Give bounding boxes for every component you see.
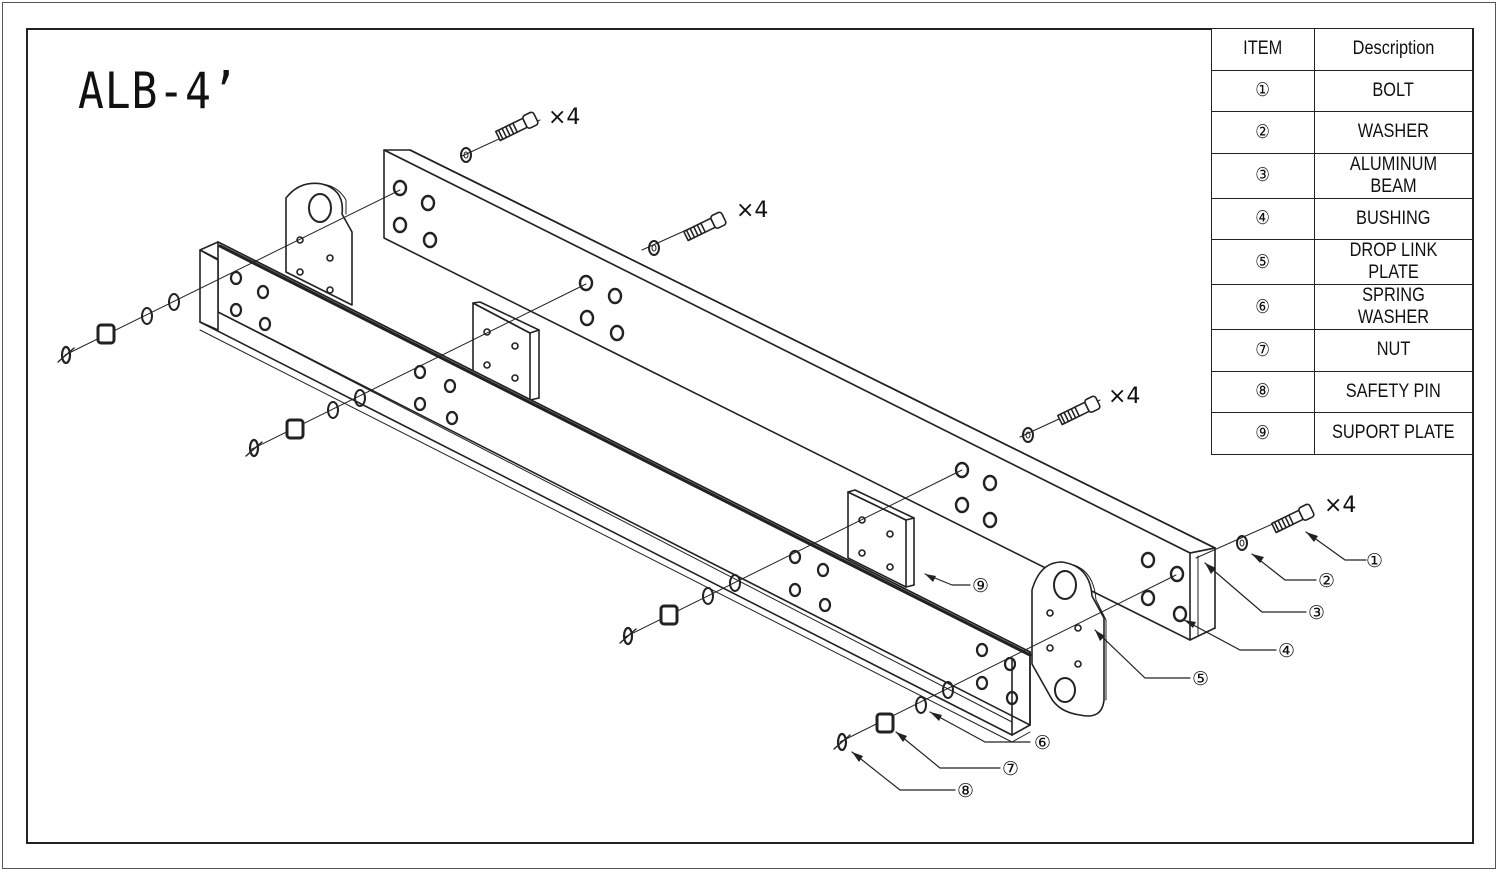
- drop-link-plate-left: [285, 182, 353, 306]
- callout-labels: ① ② ③ ④ ⑤ ⑥ ⑦ ⑧ ⑨: [957, 550, 1383, 802]
- table-row: ⑥ SPRING WASHER: [1211, 284, 1473, 330]
- callout-7: ⑦: [1002, 758, 1019, 780]
- table-row: ② WASHER: [1211, 111, 1473, 154]
- support-plate-left: [472, 301, 540, 401]
- item-number: ⑤: [1211, 239, 1315, 285]
- bolt-3: [1057, 395, 1101, 426]
- drawing-frame: [26, 28, 1474, 844]
- item-description: ALUMINUM BEAM: [1314, 152, 1473, 199]
- bolt-group: [495, 111, 1315, 534]
- item-number: ③: [1211, 152, 1315, 199]
- item-description: SPRING WASHER: [1314, 284, 1473, 330]
- qty-label-2: ×4: [736, 198, 768, 223]
- beam-holes: [392, 179, 1188, 623]
- callout-6: ⑥: [1034, 732, 1051, 754]
- item-number: ⑥: [1211, 284, 1315, 330]
- leader-lines: [851, 531, 1367, 791]
- header-item: ITEM: [1211, 28, 1315, 71]
- qty-label-3: ×4: [1108, 384, 1140, 409]
- parts-table: ITEM Description ① BOLT ② WASHER ③ ALUMI…: [1211, 28, 1473, 455]
- item-number: ⑧: [1211, 370, 1315, 413]
- item-number: ①: [1211, 69, 1315, 112]
- callout-2: ②: [1318, 570, 1335, 592]
- aluminum-beam: [383, 149, 1216, 641]
- table-row: ④ BUSHING: [1211, 197, 1473, 240]
- qty-label-4: ×4: [1324, 493, 1356, 518]
- item-description: DROP LINK PLATE: [1314, 239, 1473, 285]
- drawing-title: ALB-4’: [78, 62, 239, 120]
- item-description: BOLT: [1314, 69, 1473, 112]
- callout-8: ⑧: [957, 780, 974, 802]
- callout-5: ⑤: [1192, 668, 1209, 690]
- leader-arrowheads: [852, 532, 1318, 762]
- callout-1: ①: [1366, 550, 1383, 572]
- item-number: ④: [1211, 197, 1315, 240]
- qty-label-1: ×4: [548, 105, 580, 130]
- callout-4: ④: [1278, 640, 1295, 662]
- item-number: ⑨: [1211, 412, 1315, 455]
- item-description: WASHER: [1314, 111, 1473, 154]
- drop-link-plate-right: [1031, 561, 1107, 717]
- bolt-2: [683, 211, 727, 242]
- table-row: ⑦ NUT: [1211, 329, 1473, 372]
- washer-group: [460, 147, 1248, 551]
- support-plate-right: [847, 489, 915, 588]
- angle-bar: [199, 241, 1032, 743]
- item-description: BUSHING: [1314, 197, 1473, 240]
- table-row: ⑨ SUPORT PLATE: [1211, 412, 1473, 455]
- table-row: ⑧ SAFETY PIN: [1211, 370, 1473, 413]
- nut-stack-3: [619, 574, 741, 646]
- nut-stack-4: [833, 681, 954, 752]
- table-row: ⑤ DROP LINK PLATE: [1211, 239, 1473, 285]
- parts-table-header: ITEM Description: [1211, 28, 1473, 71]
- item-number: ⑦: [1211, 329, 1315, 372]
- nut-stack-2: [245, 389, 366, 458]
- assembly-axis-lines: [64, 119, 1305, 743]
- bolt-4: [1271, 503, 1315, 534]
- header-description: Description: [1314, 28, 1473, 71]
- table-row: ① BOLT: [1211, 69, 1473, 112]
- callout-9: ⑨: [972, 575, 989, 597]
- item-description: NUT: [1314, 329, 1473, 372]
- nut-stack-1: [57, 293, 180, 365]
- callout-3: ③: [1308, 602, 1325, 624]
- bolt-1: [495, 111, 539, 142]
- table-row: ③ ALUMINUM BEAM: [1211, 152, 1473, 199]
- item-number: ②: [1211, 111, 1315, 154]
- quantity-labels: ×4 ×4 ×4 ×4: [548, 105, 1356, 518]
- item-description: SAFETY PIN: [1314, 370, 1473, 413]
- item-description: SUPORT PLATE: [1314, 412, 1473, 455]
